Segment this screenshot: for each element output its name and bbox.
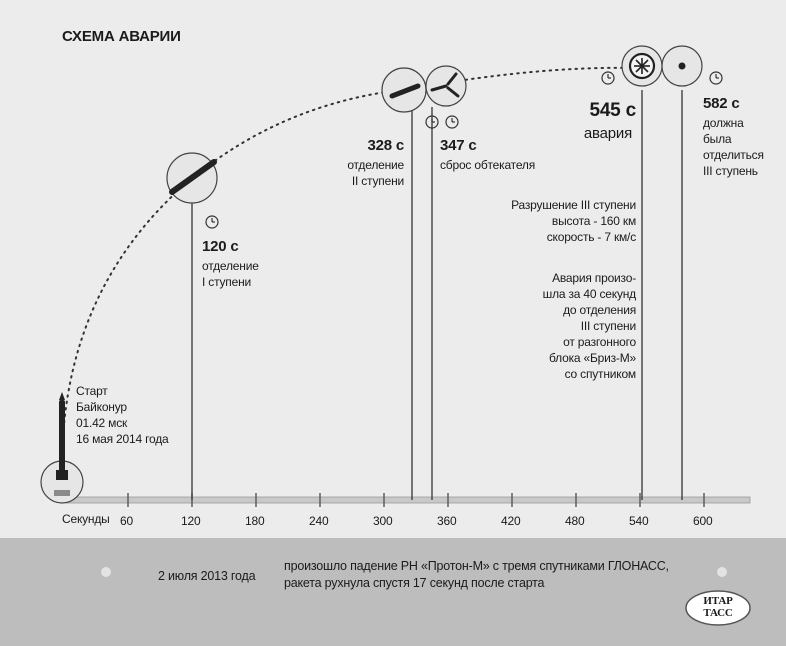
trajectory-dotted-line	[61, 66, 681, 469]
event-120-line: отделение	[202, 259, 259, 273]
clock-icon	[709, 71, 723, 85]
accident-note-line: Авария произо-	[552, 271, 636, 285]
event-582-desc: должна была отделиться III ступень	[703, 115, 764, 179]
event-120-desc: отделение I ступени	[202, 258, 259, 290]
bottom-text: произошло падение РН «Протон-М» с тремя …	[284, 558, 669, 592]
destruction-note: Разрушение III ступени высота - 160 км с…	[511, 197, 636, 245]
itar-tass-logo	[685, 590, 751, 626]
start-line: Старт	[76, 384, 108, 398]
accident-note-line: III ступени	[580, 319, 636, 333]
diagram-title: СХЕМА АВАРИИ	[62, 28, 181, 45]
event-120-line: I ступени	[202, 275, 252, 289]
axis-tick-label: 240	[309, 514, 329, 528]
accident-note-line: до отделения	[563, 303, 636, 317]
logo-line: ИТАР	[703, 595, 733, 607]
accident-note-line: от разгонного	[563, 335, 636, 349]
clock-icon	[205, 215, 219, 229]
start-label: Старт Байконур 01.42 мск 16 мая 2014 год…	[76, 383, 169, 447]
destruction-note-line: скорость - 7 км/с	[546, 230, 636, 244]
event-582-line: должна	[703, 116, 744, 130]
clock-icon	[445, 115, 459, 129]
event-347-time: 347 с	[440, 137, 477, 154]
axis-tick-label: 120	[181, 514, 201, 528]
accident-note-line: шла за 40 секунд	[542, 287, 637, 301]
axis-tick-label: 300	[373, 514, 393, 528]
accident-note: Авария произо- шла за 40 секунд до отдел…	[542, 270, 637, 382]
clock-icon	[601, 71, 615, 85]
axis-label: Секунды	[62, 512, 110, 526]
event-347-desc: сброс обтекателя	[440, 158, 535, 172]
axis-tick-label: 480	[565, 514, 585, 528]
bottom-band	[0, 538, 786, 646]
event-328-line: II ступени	[351, 174, 404, 188]
itar-tass-logo-text: ИТАР ТАСС	[696, 595, 740, 619]
fairing-icon	[430, 72, 460, 98]
event-328-time: 328 с	[367, 137, 404, 154]
axis-tick-marks	[127, 493, 705, 507]
accident-note-line: со спутником	[564, 367, 637, 381]
axis-tick-label: 180	[245, 514, 265, 528]
axis-tick-label: 420	[501, 514, 521, 528]
clock-icon	[425, 115, 439, 129]
time-axis	[61, 496, 751, 504]
bottom-text-line: произошло падение РН «Протон-М» с тремя …	[284, 559, 669, 573]
event-328-desc: отделение II ступени	[347, 157, 404, 189]
event-120-time: 120 с	[202, 238, 239, 255]
satellite-dot-icon	[678, 62, 686, 70]
bottom-date: 2 июля 2013 года	[158, 569, 256, 583]
axis-tick-label: 540	[629, 514, 649, 528]
event-582-line: отделиться	[703, 148, 764, 162]
event-545-time: 545 с	[589, 100, 636, 121]
axis-tick-label: 60	[120, 514, 133, 528]
event-545-label: авария	[583, 125, 632, 142]
start-line: Байконур	[76, 400, 127, 414]
axis-tick-label: 600	[693, 514, 713, 528]
stage2-rocket-icon	[389, 83, 421, 99]
start-line: 01.42 мск	[76, 416, 128, 430]
logo-line: ТАСС	[703, 607, 733, 619]
accident-note-line: блока «Бриз-М»	[549, 351, 636, 365]
bottom-dot-right	[717, 567, 727, 577]
start-line: 16 мая 2014 года	[76, 432, 169, 446]
destruction-note-line: высота - 160 км	[551, 214, 636, 228]
event-582-line: III ступень	[703, 164, 758, 178]
bottom-text-line: ракета рухнула спустя 17 секунд после ст…	[284, 576, 545, 590]
event-582-time: 582 с	[703, 95, 740, 112]
axis-tick-label: 360	[437, 514, 457, 528]
stage1-rocket-icon	[169, 159, 217, 195]
event-582-line: была	[703, 132, 732, 146]
event-328-line: отделение	[347, 158, 404, 172]
destruction-note-line: Разрушение III ступени	[511, 198, 636, 212]
bottom-dot-left	[101, 567, 111, 577]
rocket-icon	[54, 392, 70, 496]
